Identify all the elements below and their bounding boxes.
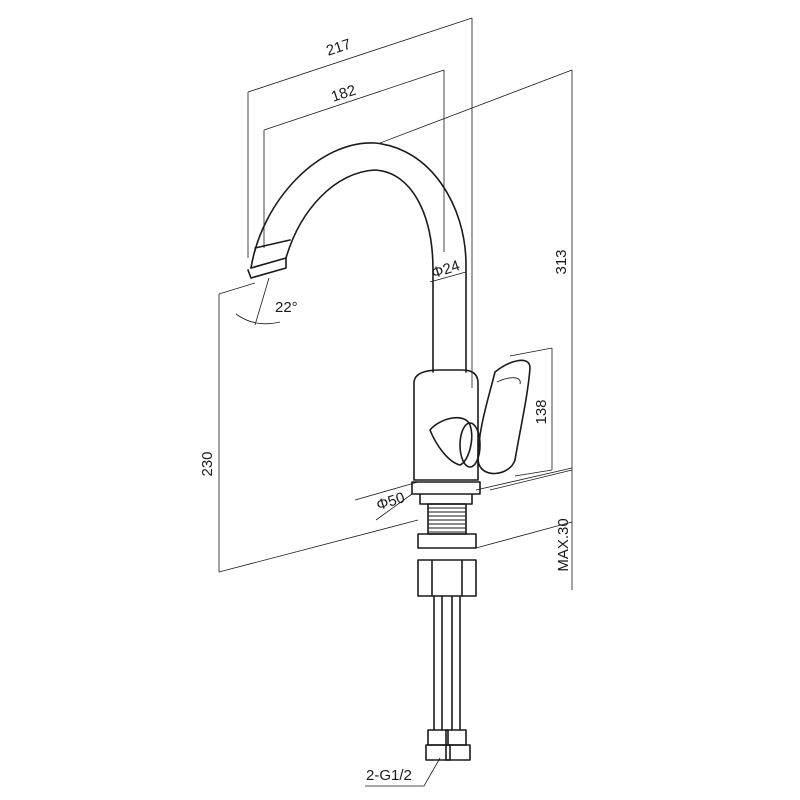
body-cylinder: [413, 369, 479, 481]
dim-138-line: [509, 347, 553, 477]
threaded-shank: [427, 503, 467, 535]
base-collar: [411, 481, 481, 505]
spout-inner-edge: [285, 169, 434, 373]
lock-washer: [417, 533, 477, 549]
supply-hoses: [433, 595, 461, 731]
spout-tip: [247, 239, 291, 279]
label-spout-angle: 22°: [275, 299, 298, 316]
dim-217-line: [247, 17, 473, 388]
dim-313-line: [379, 69, 573, 491]
label-max-deck-thickness: MAX.30: [555, 518, 572, 571]
dimension-lines: [218, 17, 573, 787]
label-outer-reach: 217: [324, 36, 353, 60]
dimension-labels: 217 182 Φ24 22° 313 138 230 Φ50 MAX.30 2…: [199, 36, 572, 784]
dim-182-line: [263, 69, 445, 252]
handle-lever: [477, 359, 531, 475]
mounting-nut: [417, 559, 477, 597]
dim-phi50-line: [354, 481, 419, 521]
label-total-height: 313: [553, 249, 570, 274]
dim-phi24-line: [429, 271, 467, 283]
label-spout-diameter: Φ24: [429, 257, 462, 282]
handle-lever-highlight: [496, 377, 521, 385]
handle-boss: [429, 416, 473, 466]
dim-230-line: [218, 282, 419, 573]
label-inner-reach: 182: [329, 82, 358, 106]
dim-22deg-arc: [235, 277, 281, 326]
label-spout-height: 230: [199, 451, 216, 476]
hose-fittings: [425, 729, 471, 761]
label-handle-height: 138: [533, 399, 550, 424]
label-hose-connection: 2-G1/2: [366, 767, 412, 784]
handle-boss-ring: [459, 422, 481, 468]
dim-g12-leader: [365, 757, 441, 787]
spout-outer-edge: [250, 142, 467, 373]
faucet-outline: [247, 142, 531, 761]
dim-max30-line: [475, 467, 573, 590]
